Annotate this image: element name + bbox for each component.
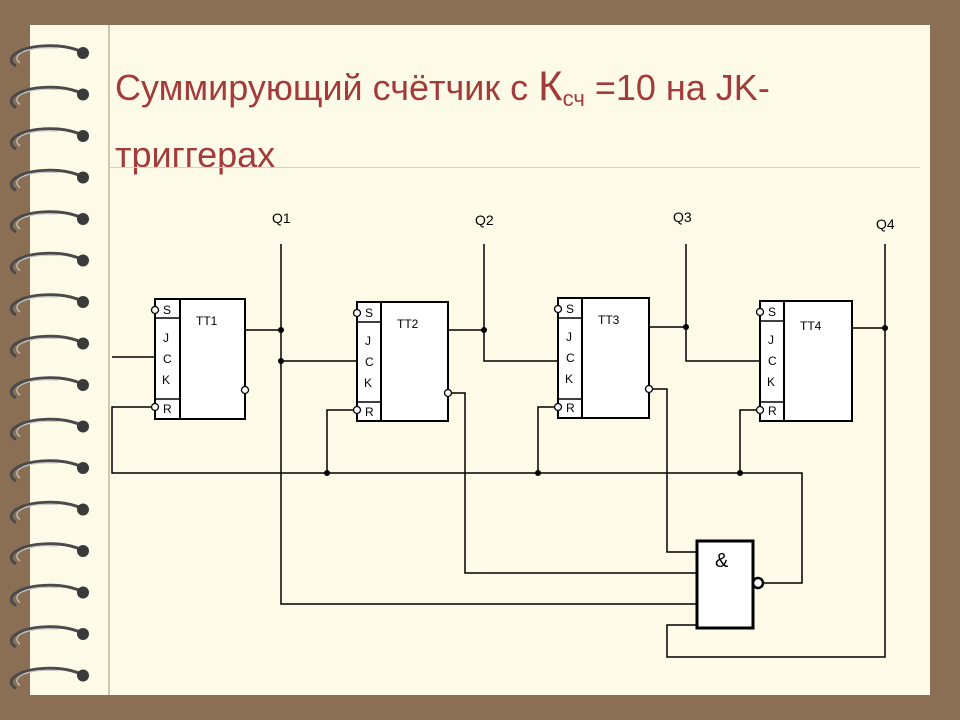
tt4-pin-s: S <box>768 305 776 319</box>
spiral-ring-highlight <box>16 47 59 64</box>
tt3-pin-k: K <box>565 372 573 386</box>
title-k-subscript: сч <box>562 86 585 111</box>
tt3-label: TT3 <box>598 313 620 327</box>
binding-hole <box>77 379 89 391</box>
tt2-pin-k: K <box>364 376 372 390</box>
binding-hole <box>77 296 89 308</box>
spiral-ring-highlight <box>16 88 59 105</box>
tt3-pin-c: C <box>566 351 575 365</box>
tt1-pin-k: K <box>162 373 170 387</box>
spiral-binding-icon <box>9 44 89 690</box>
spiral-ring <box>9 251 83 275</box>
binding-hole <box>77 503 89 516</box>
tt1-label: TT1 <box>196 314 218 328</box>
spiral-ring <box>9 127 83 151</box>
spiral-ring <box>9 334 83 358</box>
slide-title: Суммирующий счётчик с Ксч =10 на JK-триг… <box>115 58 905 183</box>
binding-hole <box>77 254 89 267</box>
tt2-pin-r: R <box>365 405 374 419</box>
tt4-pin-c: C <box>768 354 777 368</box>
tt1-pin-r: R <box>163 402 172 416</box>
binding-hole <box>77 213 89 225</box>
spiral-ring <box>9 666 83 690</box>
binding-hole <box>77 420 89 433</box>
tt3-pin-s: S <box>566 302 574 316</box>
spiral-ring <box>9 500 83 524</box>
spiral-ring-highlight <box>16 379 59 396</box>
trigger-tt3: S J C K R TT3 <box>553 297 654 419</box>
binding-hole <box>77 130 89 142</box>
binding-hole <box>77 171 89 184</box>
spiral-ring-highlight <box>16 503 59 520</box>
spiral-ring <box>9 583 83 607</box>
label-q3: Q3 <box>673 209 692 225</box>
spiral-ring <box>9 376 83 400</box>
binding-hole <box>77 628 89 640</box>
trigger-tt1: S J C K R TT1 <box>150 298 250 420</box>
binding-hole <box>77 337 89 350</box>
spiral-ring-highlight <box>16 171 59 188</box>
label-q2: Q2 <box>475 212 494 228</box>
title-divider <box>110 167 920 168</box>
spiral-ring <box>9 625 83 649</box>
tt3-pin-j: J <box>566 330 572 344</box>
label-q1: Q1 <box>272 210 291 226</box>
spiral-ring-highlight <box>16 628 59 645</box>
spiral-ring <box>9 293 83 317</box>
tt1-pin-j: J <box>163 331 169 345</box>
binding-hole <box>77 88 89 101</box>
tt1-pin-s: S <box>163 303 171 317</box>
binding-hole <box>77 586 89 599</box>
spiral-ring-highlight <box>16 296 59 313</box>
spiral-ring <box>9 542 83 566</box>
spiral-ring-highlight <box>16 130 59 147</box>
spiral-ring-highlight <box>16 462 59 479</box>
tt2-pin-j: J <box>365 334 371 348</box>
spiral-ring <box>9 85 83 109</box>
spiral-ring-highlight <box>16 669 59 686</box>
title-part1: Суммирующий счётчик с <box>115 67 539 108</box>
and-gate-symbol: & <box>715 550 729 572</box>
binding-hole <box>77 47 89 59</box>
tt2-pin-s: S <box>365 306 373 320</box>
title-part2: =10 на JK-триггерах <box>115 67 770 175</box>
tt2-pin-c: C <box>365 355 374 369</box>
spiral-ring <box>9 459 83 483</box>
spiral-ring-highlight <box>16 254 59 271</box>
binding-hole <box>77 545 89 557</box>
trigger-tt4: S J C K R TT4 <box>755 300 853 422</box>
tt4-pin-r: R <box>768 404 777 418</box>
spiral-ring <box>9 210 83 234</box>
spiral-ring-highlight <box>16 545 59 562</box>
spiral-ring-highlight <box>16 420 59 437</box>
spiral-ring-highlight <box>16 586 59 603</box>
and-gate: & <box>695 539 765 630</box>
binding-hole <box>77 669 89 682</box>
tt1-pin-c: C <box>163 352 172 366</box>
spiral-ring-highlight <box>16 337 59 354</box>
tt3-pin-r: R <box>566 401 575 415</box>
tt4-label: TT4 <box>800 319 822 333</box>
trigger-tt2: S J C K R TT2 <box>352 301 453 422</box>
tt4-pin-j: J <box>768 333 774 347</box>
binding-hole <box>77 462 89 474</box>
spiral-ring-highlight <box>16 213 59 230</box>
spiral-ring <box>9 417 83 441</box>
tt4-pin-k: K <box>767 375 775 389</box>
spiral-ring <box>9 168 83 192</box>
spiral-ring <box>9 44 83 68</box>
label-q4: Q4 <box>876 216 895 232</box>
tt2-label: TT2 <box>397 317 419 331</box>
margin-line <box>108 25 110 695</box>
title-k-letter: К <box>538 62 563 109</box>
junction-dots <box>278 324 888 476</box>
